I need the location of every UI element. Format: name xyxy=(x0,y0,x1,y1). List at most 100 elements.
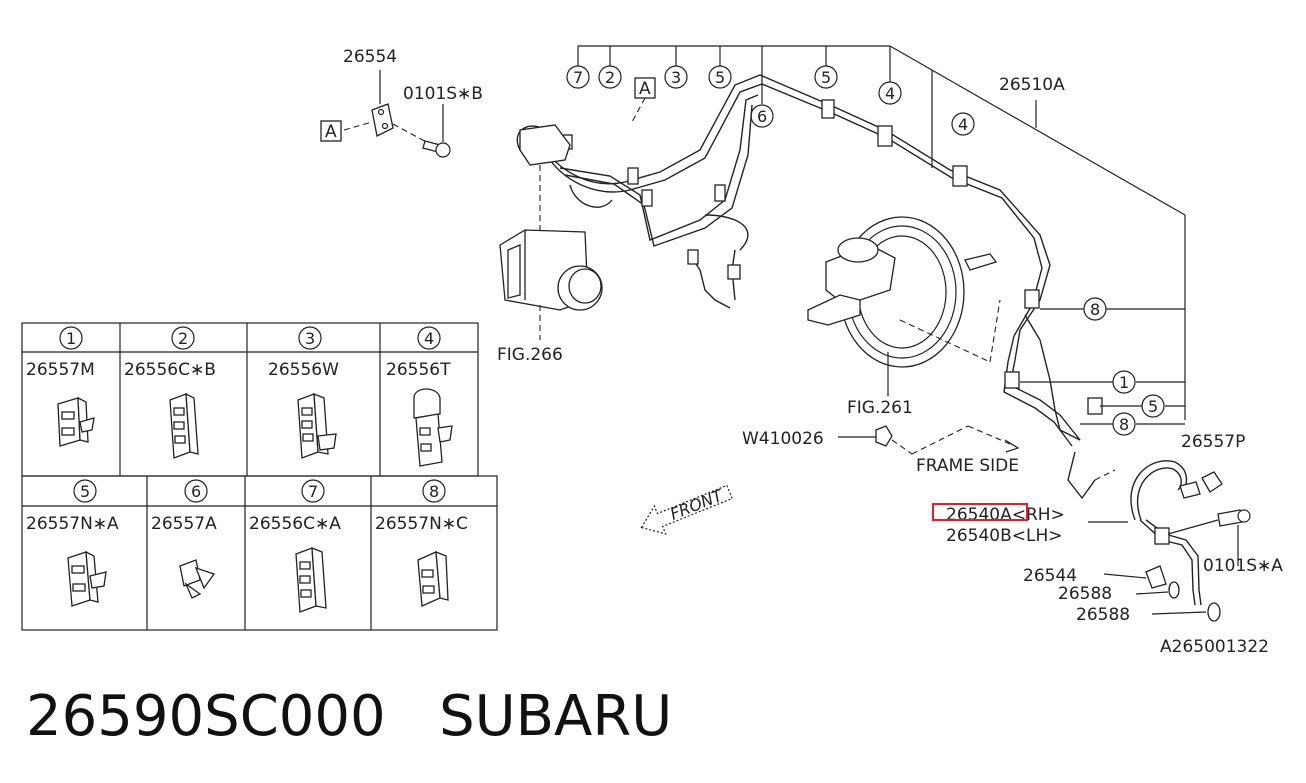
callout-num-5a: 5 xyxy=(715,68,725,87)
clip xyxy=(641,189,653,207)
label-26557p: 26557P xyxy=(1181,432,1245,452)
label-26540b-lh: 26540B<LH> xyxy=(946,526,1063,546)
legend-circle-1 xyxy=(59,326,83,350)
legend-circle-5 xyxy=(73,479,97,503)
callout-circle-5b xyxy=(814,65,838,89)
legend-part-26557n-a: 26557N∗A xyxy=(26,514,119,534)
callout-num-3: 3 xyxy=(671,68,681,87)
label-0101s-b: 0101S∗B xyxy=(403,84,483,104)
clip xyxy=(627,167,639,185)
callout-circle-4a xyxy=(878,81,902,105)
legend-num-2: 2 xyxy=(178,329,188,348)
legend-part-26556c-b: 26556C∗B xyxy=(124,360,216,380)
callout-num-7: 7 xyxy=(573,68,583,87)
legend-row2-frame xyxy=(21,475,498,631)
abs-unit xyxy=(499,124,603,340)
clip xyxy=(821,99,835,119)
callout-num-8b: 8 xyxy=(1119,415,1129,434)
label-26540a-rh: 26540A<RH> xyxy=(946,505,1065,525)
callout-circle-5a xyxy=(708,65,732,89)
clip xyxy=(952,165,968,187)
brake-pipes xyxy=(516,74,1081,447)
clip xyxy=(1004,371,1020,389)
legend-circle-3 xyxy=(298,326,322,350)
legend-part-26556t: 26556T xyxy=(386,360,451,380)
legend-num-7: 7 xyxy=(308,482,318,501)
legend-num-1: 1 xyxy=(66,329,76,348)
legend-num-8: 8 xyxy=(429,482,439,501)
label-26588-lower: 26588 xyxy=(1076,605,1130,625)
clip-illustration-3 xyxy=(297,393,337,459)
legend-part-26557m: 26557M xyxy=(26,360,95,380)
clip-illustration-8 xyxy=(417,551,449,607)
callout-num-4b: 4 xyxy=(958,115,968,134)
callout-num-4a: 4 xyxy=(885,84,895,103)
pipe-clips xyxy=(559,99,1103,415)
ref-a-right: A xyxy=(639,79,651,99)
part-number: 26590SC000 xyxy=(26,684,386,749)
label-26554: 26554 xyxy=(343,47,397,67)
clip-illustration-5 xyxy=(67,550,107,607)
legend-num-5: 5 xyxy=(80,482,90,501)
clip-illustration-7 xyxy=(295,547,327,613)
callout-circle-3 xyxy=(664,65,688,89)
ref-box-a-left xyxy=(320,120,342,142)
legend-circle-4 xyxy=(417,326,441,350)
brake-booster xyxy=(807,216,1001,396)
legend-circle-6 xyxy=(184,479,208,503)
label-fig266: FIG.266 xyxy=(497,345,563,365)
clip xyxy=(687,249,699,265)
clip xyxy=(714,184,726,202)
callout-circle-2 xyxy=(598,65,622,89)
front-arrow: FRONT xyxy=(640,484,733,535)
callout-circle-7 xyxy=(566,65,590,89)
callout-num-5b: 5 xyxy=(821,68,831,87)
label-26510a: 26510A xyxy=(999,75,1065,95)
label-w410026: W410026 xyxy=(742,429,824,449)
right-number-circles: 8 1 5 8 xyxy=(1020,297,1165,436)
brand-name: SUBARU xyxy=(439,684,673,749)
callout-num-6: 6 xyxy=(757,107,767,126)
callout-num-2: 2 xyxy=(605,68,615,87)
ref-a-left: A xyxy=(325,122,337,142)
clip xyxy=(877,125,893,147)
label-0101s-a: 0101S∗A xyxy=(1203,556,1283,576)
legend-part-26557a: 26557A xyxy=(151,514,217,534)
clip-illustration-4 xyxy=(413,388,453,467)
grommet-w410026 xyxy=(838,425,1020,455)
clip xyxy=(1087,397,1103,415)
label-frame-side: FRAME SIDE xyxy=(916,456,1019,476)
clip-illustration-2 xyxy=(169,392,199,459)
legend-part-26556c-a: 26556C∗A xyxy=(249,514,341,534)
top-callout-frame xyxy=(577,45,1186,425)
legend-num-6: 6 xyxy=(191,482,201,501)
footer-title: 26590SC000 SUBARU xyxy=(26,684,672,749)
callout-num-1: 1 xyxy=(1119,373,1129,392)
legend-num-3: 3 xyxy=(305,329,315,348)
hose-bracket xyxy=(1154,527,1170,545)
label-fig261: FIG.261 xyxy=(847,398,913,418)
legend-circle-8 xyxy=(422,479,446,503)
flex-hose-assembly xyxy=(1067,451,1251,622)
legend-part-26556w: 26556W xyxy=(268,360,339,380)
legend-table: 1 2 3 4 26557M 26556C∗B 26556W 26556T 5 … xyxy=(21,322,498,631)
front-label: FRONT xyxy=(667,485,726,524)
callout-num-8a: 8 xyxy=(1090,300,1100,319)
bracket-26554 xyxy=(343,70,451,158)
drawing-number: A265001322 xyxy=(1160,637,1269,657)
callout-circle-4b xyxy=(951,112,975,136)
legend-row1-frame xyxy=(21,322,479,477)
legend-num-4: 4 xyxy=(424,329,434,348)
clip-illustration-6 xyxy=(179,559,216,599)
highlight-box-26540a xyxy=(932,503,1028,521)
clip xyxy=(1024,289,1040,309)
label-26588-upper: 26588 xyxy=(1058,584,1112,604)
callout-num-5c: 5 xyxy=(1148,397,1158,416)
legend-circle-2 xyxy=(171,326,195,350)
legend-part-26557n-c: 26557N∗C xyxy=(375,514,468,534)
label-26544: 26544 xyxy=(1023,566,1077,586)
legend-circle-7 xyxy=(301,479,325,503)
clip xyxy=(727,264,741,280)
top-number-circles: 7 2 3 5 6 5 4 4 xyxy=(566,65,975,136)
